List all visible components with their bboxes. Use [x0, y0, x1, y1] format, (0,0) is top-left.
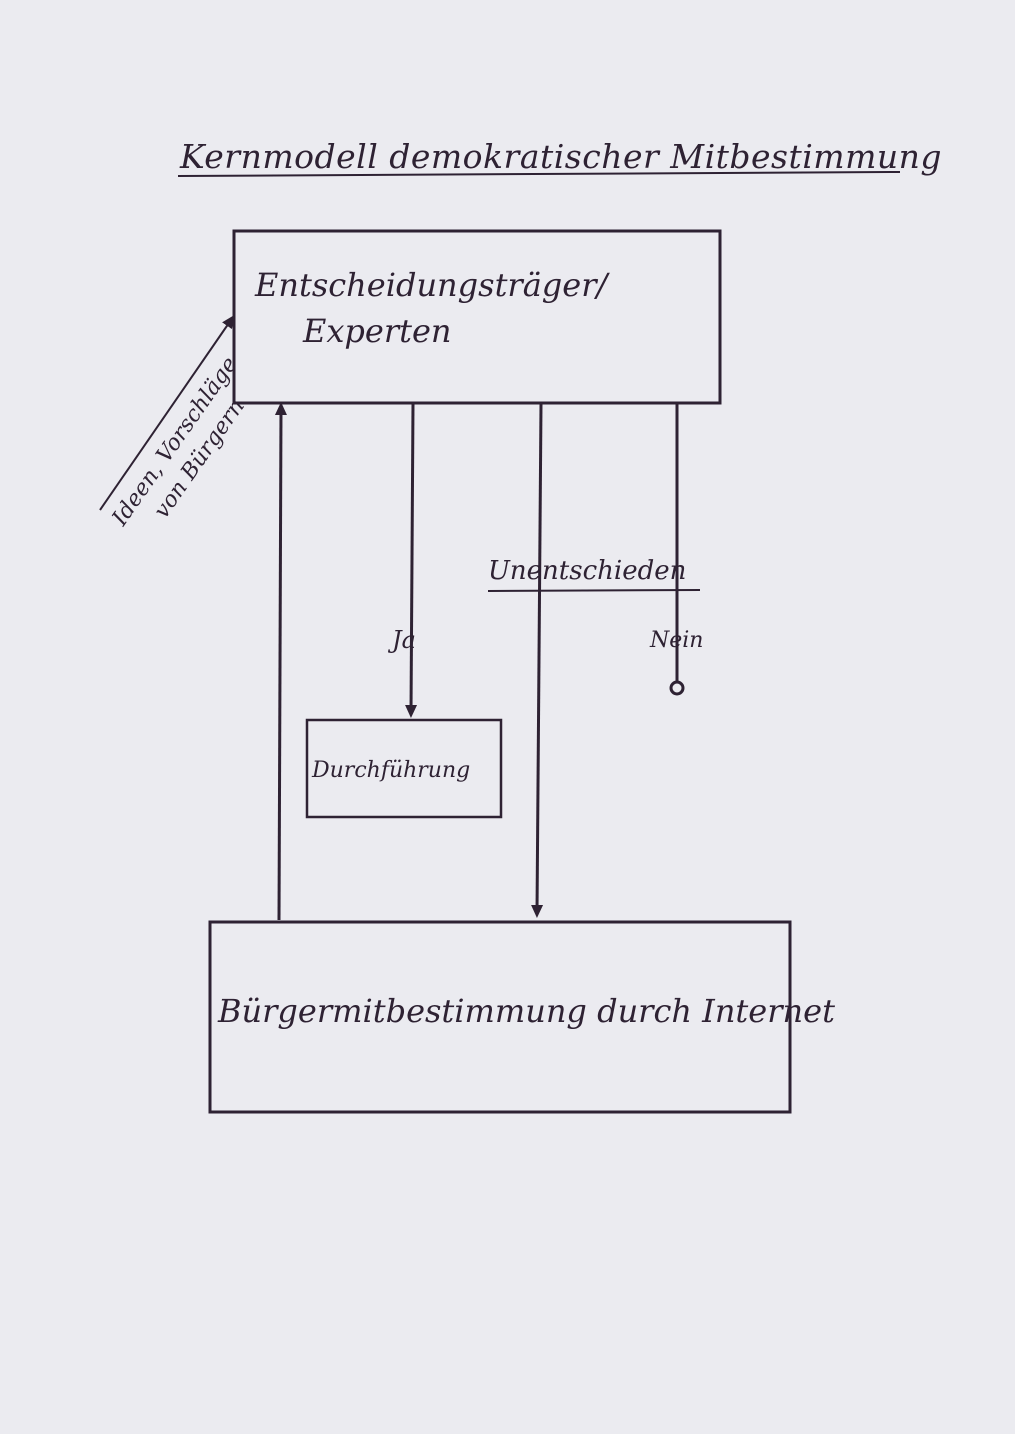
- implementation-box-label: Durchführung: [312, 758, 471, 783]
- undecided-underline: [487, 589, 701, 592]
- citizen-box-label: Bürgermitbestimmung durch Internet: [218, 992, 835, 1030]
- implementation-box: [305, 718, 503, 819]
- diagram-title: Kernmodell demokratischer Mitbestimmung: [180, 137, 942, 176]
- yes-arrow: [405, 403, 418, 718]
- undecided-arrow: [531, 403, 544, 918]
- no-label: Nein: [650, 628, 704, 653]
- yes-label: Ja: [392, 626, 416, 654]
- decision-box-line2: Experten: [303, 312, 452, 351]
- citizen-to-decision-arrow: [274, 402, 287, 921]
- undecided-label: Unentschieden: [488, 556, 687, 586]
- title-underline: [177, 171, 901, 177]
- citizen-box: [208, 920, 792, 1114]
- no-end-circle: [669, 680, 685, 696]
- ideas-arrow: [99, 315, 235, 511]
- decision-box-line1: Entscheidungsträger/: [255, 266, 608, 304]
- decision-box-label: Entscheidungsträger/ Experten: [255, 262, 685, 355]
